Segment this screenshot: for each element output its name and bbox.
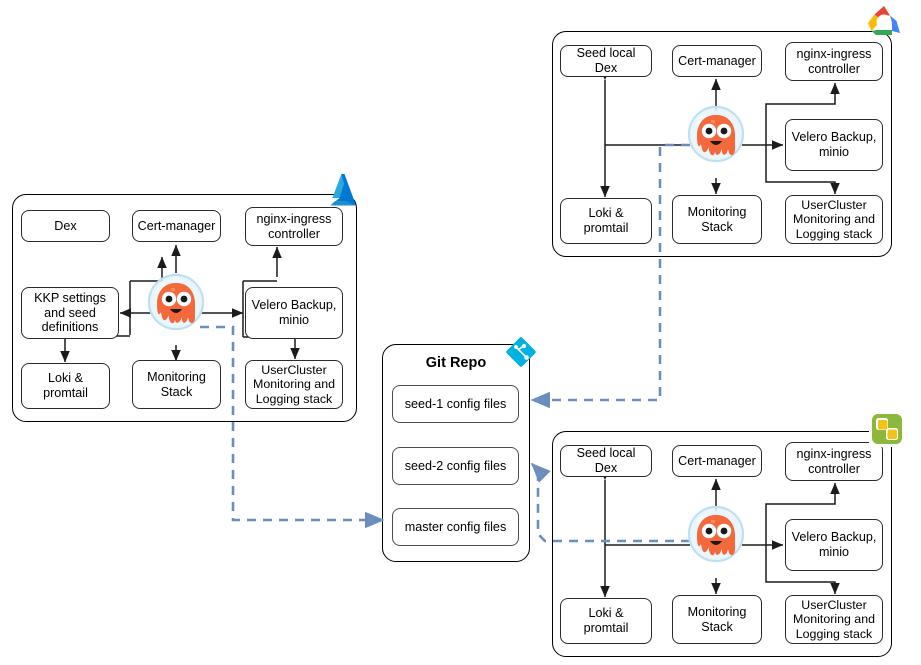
git-item-seed-1[interactable]: seed-1 config files xyxy=(392,385,519,423)
node-gcp-loki[interactable]: Loki & promtail xyxy=(560,198,652,244)
node-gcp-usercluster[interactable]: UserCluster Monitoring and Logging stack xyxy=(785,195,883,244)
node-vsphere-nginx-ingress[interactable]: nginx-ingress controller xyxy=(785,442,883,481)
kubermatic-octopus-icon-azure xyxy=(147,273,205,331)
node-azure-kkp-settings[interactable]: KKP settings and seed definitions xyxy=(21,287,119,339)
node-vsphere-loki[interactable]: Loki & promtail xyxy=(560,598,652,644)
node-vsphere-seed-local-dex[interactable]: Seed local Dex xyxy=(560,445,652,477)
git-item-master[interactable]: master config files xyxy=(392,508,519,546)
node-azure-nginx-ingress[interactable]: nginx-ingress controller xyxy=(245,207,343,246)
node-vsphere-cert-manager[interactable]: Cert-manager xyxy=(672,445,762,477)
node-gcp-seed-local-dex[interactable]: Seed local Dex xyxy=(560,45,652,77)
vsphere-logo xyxy=(869,411,905,447)
node-azure-monitoring[interactable]: Monitoring Stack xyxy=(132,360,221,409)
git-logo xyxy=(506,337,536,367)
kubermatic-octopus-icon-vsphere xyxy=(687,505,745,563)
git-item-seed-2[interactable]: seed-2 config files xyxy=(392,447,519,485)
node-gcp-velero[interactable]: Velero Backup, minio xyxy=(785,119,883,171)
node-azure-dex[interactable]: Dex xyxy=(21,210,110,242)
azure-logo xyxy=(330,174,356,206)
google-cloud-logo xyxy=(868,6,900,35)
node-azure-usercluster[interactable]: UserCluster Monitoring and Logging stack xyxy=(245,360,343,409)
git-repo-title: Git Repo xyxy=(425,355,487,371)
kubermatic-octopus-icon-gcp xyxy=(687,105,745,163)
node-gcp-monitoring[interactable]: Monitoring Stack xyxy=(672,195,762,244)
node-vsphere-monitoring[interactable]: Monitoring Stack xyxy=(672,595,762,644)
node-azure-velero[interactable]: Velero Backup, minio xyxy=(245,287,343,339)
node-vsphere-usercluster[interactable]: UserCluster Monitoring and Logging stack xyxy=(785,595,883,644)
node-azure-loki[interactable]: Loki & promtail xyxy=(21,363,110,409)
node-vsphere-velero[interactable]: Velero Backup, minio xyxy=(785,519,883,571)
node-azure-cert-manager[interactable]: Cert-manager xyxy=(132,210,221,242)
node-gcp-nginx-ingress[interactable]: nginx-ingress controller xyxy=(785,42,883,81)
node-gcp-cert-manager[interactable]: Cert-manager xyxy=(672,45,762,77)
